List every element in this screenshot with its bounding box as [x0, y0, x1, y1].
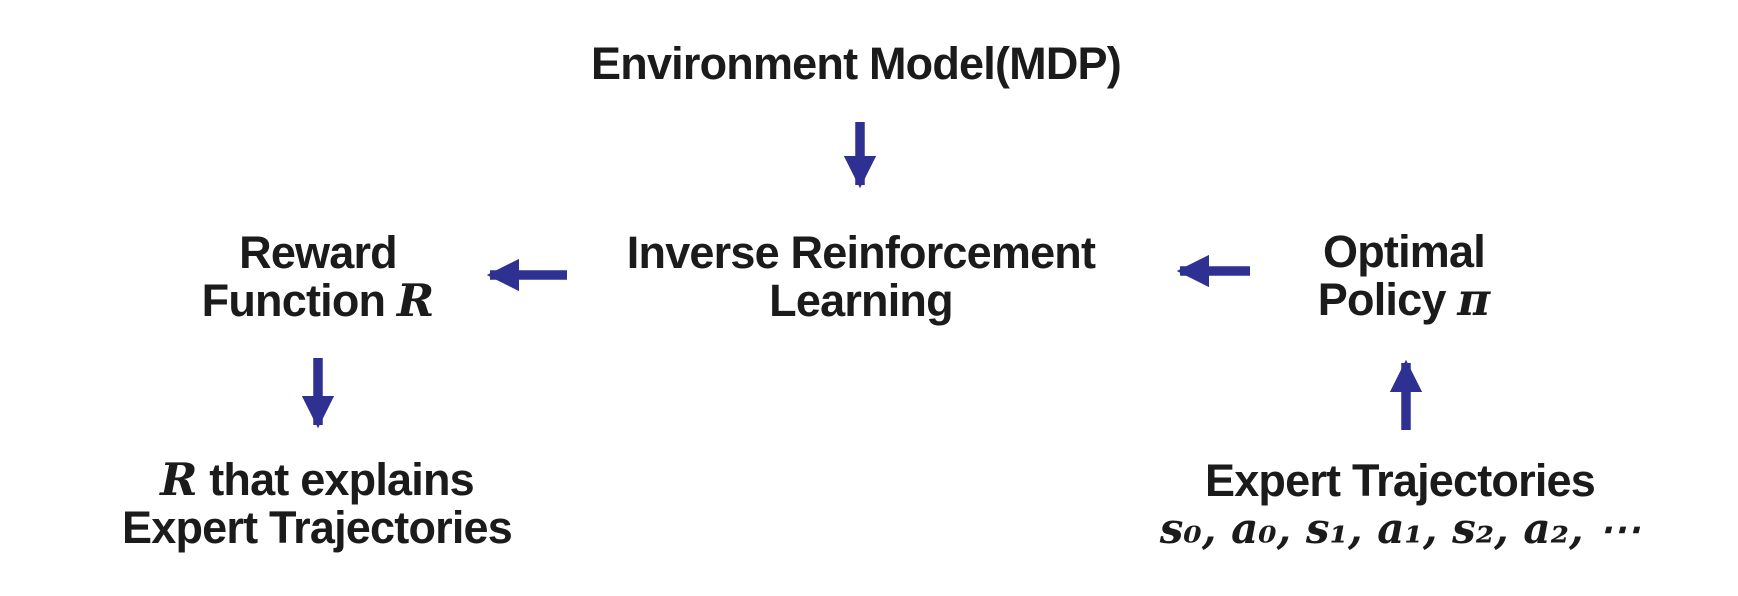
expert-trajectories-line1: Expert Trajectories	[1204, 455, 1596, 506]
r-explains-line2: Expert Trajectories	[122, 502, 513, 553]
inverse-rl-line2: Learning	[769, 275, 953, 326]
reward-function-line2-text: Function	[201, 275, 397, 326]
pi-symbol: π	[1457, 273, 1491, 326]
reward-function-line1: Reward	[239, 227, 398, 278]
node-expert-trajectories: Expert Trajectories s₀, a₀, s₁, a₁, s₂, …	[1160, 457, 1640, 553]
node-environment-model: Environment Model(MDP)	[591, 38, 1122, 89]
environment-model-label: Environment Model(MDP)	[591, 38, 1122, 89]
r-explains-line1: R that explains	[122, 456, 512, 504]
node-reward-function: Reward Function R	[202, 229, 435, 325]
node-r-explains: R that explains Expert Trajectories	[122, 456, 513, 553]
optimal-policy-line2: Policy π	[1318, 276, 1490, 324]
node-optimal-policy: Optimal Policy π	[1318, 228, 1490, 324]
optimal-policy-line1: Optimal	[1323, 226, 1486, 277]
r-explains-line1-text: that explains	[197, 454, 475, 505]
reward-symbol: R	[396, 274, 435, 327]
optimal-policy-line2-text: Policy	[1317, 274, 1458, 325]
inverse-rl-line1: Inverse Reinforcement	[626, 227, 1096, 278]
trajectory-sequence: s₀, a₀, s₁, a₁, s₂, a₂, ⋯	[1159, 504, 1641, 553]
node-inverse-rl: Inverse Reinforcement Learning	[626, 227, 1096, 326]
r-symbol: R	[160, 453, 198, 506]
reward-function-line2: Function R	[202, 277, 435, 325]
